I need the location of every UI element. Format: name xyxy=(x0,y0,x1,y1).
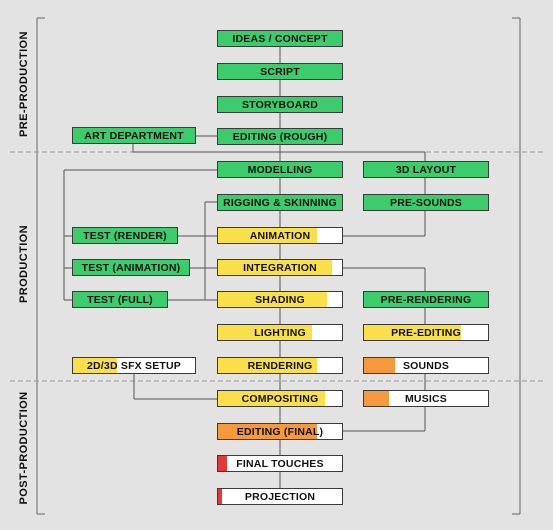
node-label: TEST (ANIMATION) xyxy=(81,261,181,274)
node-label: SHADING xyxy=(255,293,305,306)
node-test-full: TEST (FULL) xyxy=(72,291,168,308)
node-animation: ANIMATION xyxy=(217,227,343,244)
node-pre-editing: PRE-EDITING xyxy=(363,324,489,341)
node-art-department: ART DEPARTMENT xyxy=(72,127,196,144)
node-progress-fill xyxy=(218,228,318,243)
node-label: ART DEPARTMENT xyxy=(84,129,184,142)
phase-label-pre-production: PRE-PRODUCTION xyxy=(18,31,30,137)
node-compositing: COMPOSITING xyxy=(217,390,343,407)
node-label: PRE-RENDERING xyxy=(380,293,472,306)
node-progress-fill xyxy=(218,129,342,144)
node-progress-fill xyxy=(218,97,342,112)
node-progress-fill xyxy=(218,260,333,275)
node-3d-layout: 3D LAYOUT xyxy=(363,161,489,178)
node-progress-fill xyxy=(364,195,488,210)
node-final-touches: FINAL TOUCHES xyxy=(217,455,343,472)
node-label: EDITING (FINAL) xyxy=(236,425,324,438)
node-progress-fill xyxy=(364,358,395,373)
node-label: TEST (FULL) xyxy=(87,293,153,306)
node-label: IDEAS / CONCEPT xyxy=(232,32,328,45)
node-progress-fill xyxy=(218,64,342,79)
node-shading: SHADING xyxy=(217,291,343,308)
node-progress-fill xyxy=(73,228,177,243)
node-label: SCRIPT xyxy=(260,65,300,78)
node-script: SCRIPT xyxy=(217,63,343,80)
node-test-render: TEST (RENDER) xyxy=(72,227,178,244)
node-progress-fill xyxy=(218,358,318,373)
node-storyboard: STORYBOARD xyxy=(217,96,343,113)
node-test-animation: TEST (ANIMATION) xyxy=(72,259,190,276)
node-label: COMPOSITING xyxy=(241,392,319,405)
node-label: EDITING (ROUGH) xyxy=(232,130,328,143)
node-editing-rough: EDITING (ROUGH) xyxy=(217,128,343,145)
node-progress-fill xyxy=(73,128,195,143)
node-label: STORYBOARD xyxy=(241,98,319,111)
node-progress-fill xyxy=(364,292,488,307)
node-projection: PROJECTION xyxy=(217,488,343,505)
phase-label-production: PRODUCTION xyxy=(18,225,30,303)
node-progress-fill xyxy=(218,325,313,340)
node-progress-fill xyxy=(364,325,461,340)
node-progress-fill xyxy=(218,195,342,210)
node-sounds: SOUNDS xyxy=(363,357,489,374)
node-label: 2D/3D SFX SETUP xyxy=(86,359,182,372)
node-label: INTEGRATION xyxy=(243,261,317,274)
node-rigging-skinning: RIGGING & SKINNING xyxy=(217,194,343,211)
node-integration: INTEGRATION xyxy=(217,259,343,276)
node-musics: MUSICS xyxy=(363,390,489,407)
node-label: ANIMATION xyxy=(249,229,311,242)
node-label: SOUNDS xyxy=(402,359,450,372)
node-label: PRE-SOUNDS xyxy=(389,196,462,209)
phase-label-post-production: POST-PRODUCTION xyxy=(18,391,30,505)
node-progress-fill xyxy=(218,162,342,177)
node-label: RENDERING xyxy=(247,359,313,372)
node-progress-fill xyxy=(218,31,342,46)
node-progress-fill xyxy=(364,162,488,177)
node-label: RIGGING & SKINNING xyxy=(223,196,337,209)
node-label: 3D LAYOUT xyxy=(395,163,457,176)
node-progress-fill xyxy=(73,260,189,275)
node-progress-fill xyxy=(218,456,227,471)
node-ideas-concept: IDEAS / CONCEPT xyxy=(217,30,343,47)
node-pre-rendering: PRE-RENDERING xyxy=(363,291,489,308)
node-progress-fill xyxy=(218,424,318,439)
node-lighting: LIGHTING xyxy=(217,324,343,341)
node-pre-sounds: PRE-SOUNDS xyxy=(363,194,489,211)
node-label: MUSICS xyxy=(404,392,448,405)
node-progress-fill xyxy=(364,391,389,406)
node-progress-fill xyxy=(218,292,328,307)
node-modelling: MODELLING xyxy=(217,161,343,178)
node-progress-fill xyxy=(218,391,325,406)
node-progress-fill xyxy=(73,358,117,373)
node-label: FINAL TOUCHES xyxy=(236,457,324,470)
node-rendering: RENDERING xyxy=(217,357,343,374)
node-progress-fill xyxy=(218,489,222,504)
node-label: PRE-EDITING xyxy=(391,326,461,339)
node-label: LIGHTING xyxy=(254,326,306,339)
node-sfx-setup: 2D/3D SFX SETUP xyxy=(72,357,196,374)
node-editing-final: EDITING (FINAL) xyxy=(217,423,343,440)
node-label: MODELLING xyxy=(247,163,313,176)
node-label: PROJECTION xyxy=(244,490,316,503)
node-progress-fill xyxy=(73,292,167,307)
node-label: TEST (RENDER) xyxy=(83,229,167,242)
